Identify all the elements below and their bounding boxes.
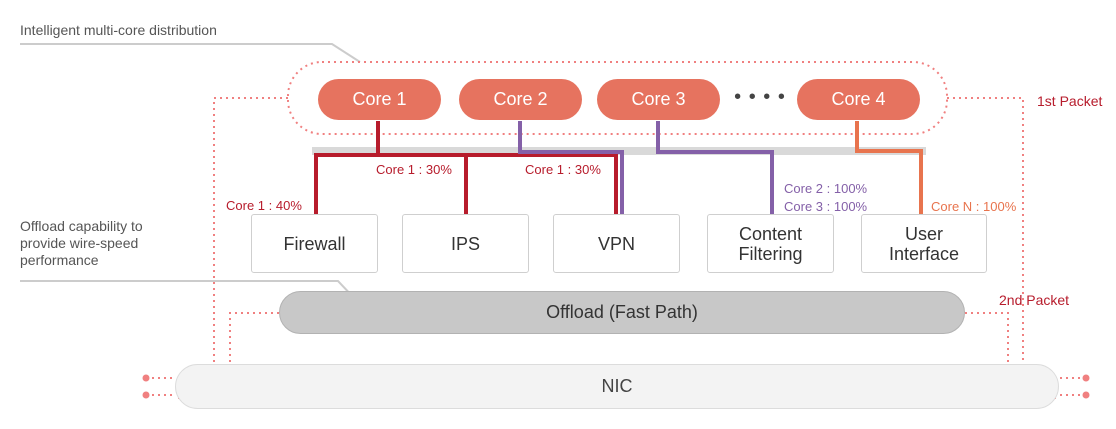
core1-path bbox=[314, 121, 618, 214]
second-packet-label: 2nd Packet bbox=[999, 292, 1070, 308]
nic-bar: NIC bbox=[175, 364, 1059, 409]
load-label-vpn: Core 1 : 30% bbox=[525, 162, 601, 177]
load-label-content-core2: Core 2 : 100% bbox=[784, 181, 868, 196]
annotation-offload-line: performance bbox=[20, 252, 99, 268]
cores-group-outline bbox=[287, 61, 948, 135]
packet-dot bbox=[142, 374, 150, 382]
annotation-offload: Offload capability to provide wire-speed… bbox=[20, 218, 143, 269]
module-label-line: Content bbox=[738, 223, 803, 244]
module-label-line: Filtering bbox=[738, 243, 803, 264]
core-4: Core 4 bbox=[797, 79, 920, 120]
coreN-path bbox=[855, 121, 923, 214]
module-label-line: Interface bbox=[888, 243, 960, 264]
annotation-offload-line: Offload capability to bbox=[20, 218, 143, 234]
load-label-ui: Core N : 100% bbox=[931, 199, 1017, 214]
more-cores-ellipsis: • • • • bbox=[734, 86, 786, 108]
first-packet-path-right bbox=[947, 97, 1060, 388]
offload-fast-path: Offload (Fast Path) bbox=[279, 291, 965, 334]
module-ips: IPS bbox=[402, 214, 529, 273]
core23-path bbox=[518, 121, 774, 214]
module-user-interface: User Interface bbox=[861, 214, 987, 273]
packet-dot bbox=[142, 391, 150, 399]
annotation-offload-line: provide wire-speed bbox=[20, 235, 139, 251]
module-content-filtering: Content Filtering bbox=[707, 214, 834, 273]
load-label-ips: Core 1 : 30% bbox=[376, 162, 452, 177]
module-firewall: Firewall bbox=[251, 214, 378, 273]
load-label-firewall: Core 1 : 40% bbox=[226, 198, 302, 213]
module-label-line: User bbox=[904, 223, 943, 244]
second-packet-path-right bbox=[965, 312, 1060, 399]
load-label-content-core3: Core 3 : 100% bbox=[784, 199, 868, 214]
first-packet-label: 1st Packet bbox=[1037, 93, 1103, 109]
module-vpn: VPN bbox=[553, 214, 680, 273]
packet-dot bbox=[1082, 391, 1090, 399]
annotation-multicore: Intelligent multi-core distribution bbox=[20, 22, 217, 38]
core-1: Core 1 bbox=[318, 79, 441, 120]
annotation-leader-top bbox=[20, 43, 361, 63]
packet-dot bbox=[1082, 374, 1090, 382]
core-2: Core 2 bbox=[459, 79, 582, 120]
core-3: Core 3 bbox=[597, 79, 720, 120]
